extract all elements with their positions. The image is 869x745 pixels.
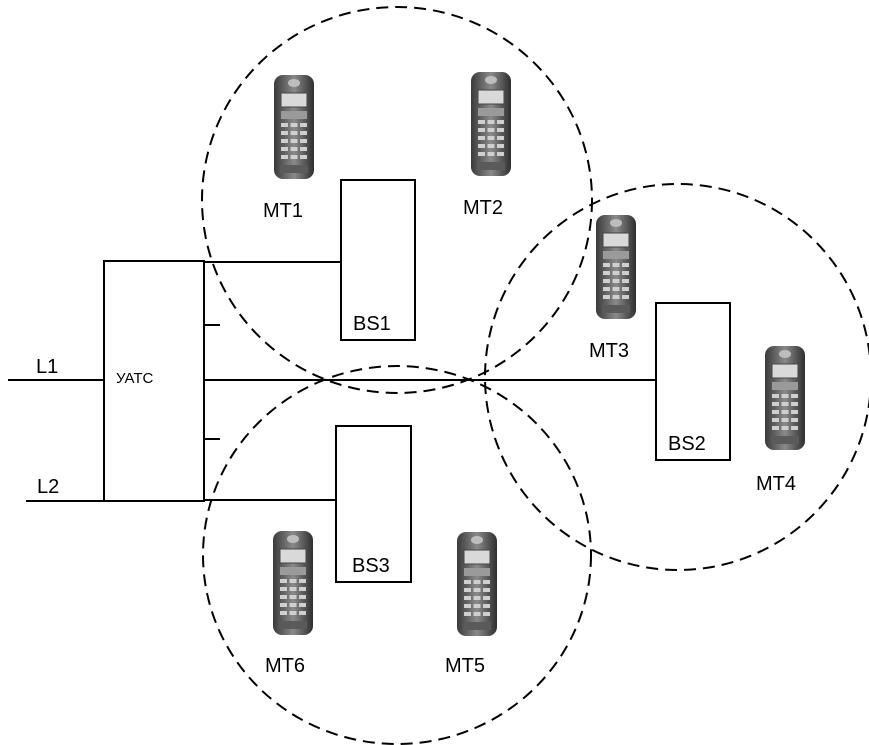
terminal-label: MT5 xyxy=(445,655,485,677)
cordless-handset-icon xyxy=(272,530,314,636)
base-station-bs2 xyxy=(655,302,731,461)
cordless-handset-icon xyxy=(456,531,498,637)
base-station-label: BS3 xyxy=(352,555,390,577)
terminal-label: MT2 xyxy=(463,197,503,219)
base-station-label: BS2 xyxy=(668,433,706,455)
base-station-bs3 xyxy=(335,425,412,583)
cordless-handset-icon xyxy=(764,345,806,451)
terminal-label: MT4 xyxy=(756,473,796,495)
base-station-bs1 xyxy=(340,179,416,341)
base-station-label: BS1 xyxy=(353,313,391,335)
terminal-label: MT1 xyxy=(263,200,303,222)
cordless-handset-icon xyxy=(470,71,512,177)
pbx-switch-box xyxy=(103,260,205,502)
coverage-cell-bs3 xyxy=(202,365,592,745)
terminal-label: MT6 xyxy=(265,655,305,677)
pbx-switch-label: УАТС xyxy=(116,370,154,387)
cordless-handset-icon xyxy=(273,74,315,180)
terminal-label: MT3 xyxy=(589,340,629,362)
line-label: L2 xyxy=(37,476,59,498)
cordless-handset-icon xyxy=(595,214,637,320)
coverage-cell-bs1 xyxy=(201,6,593,394)
line-label: L1 xyxy=(36,356,58,378)
